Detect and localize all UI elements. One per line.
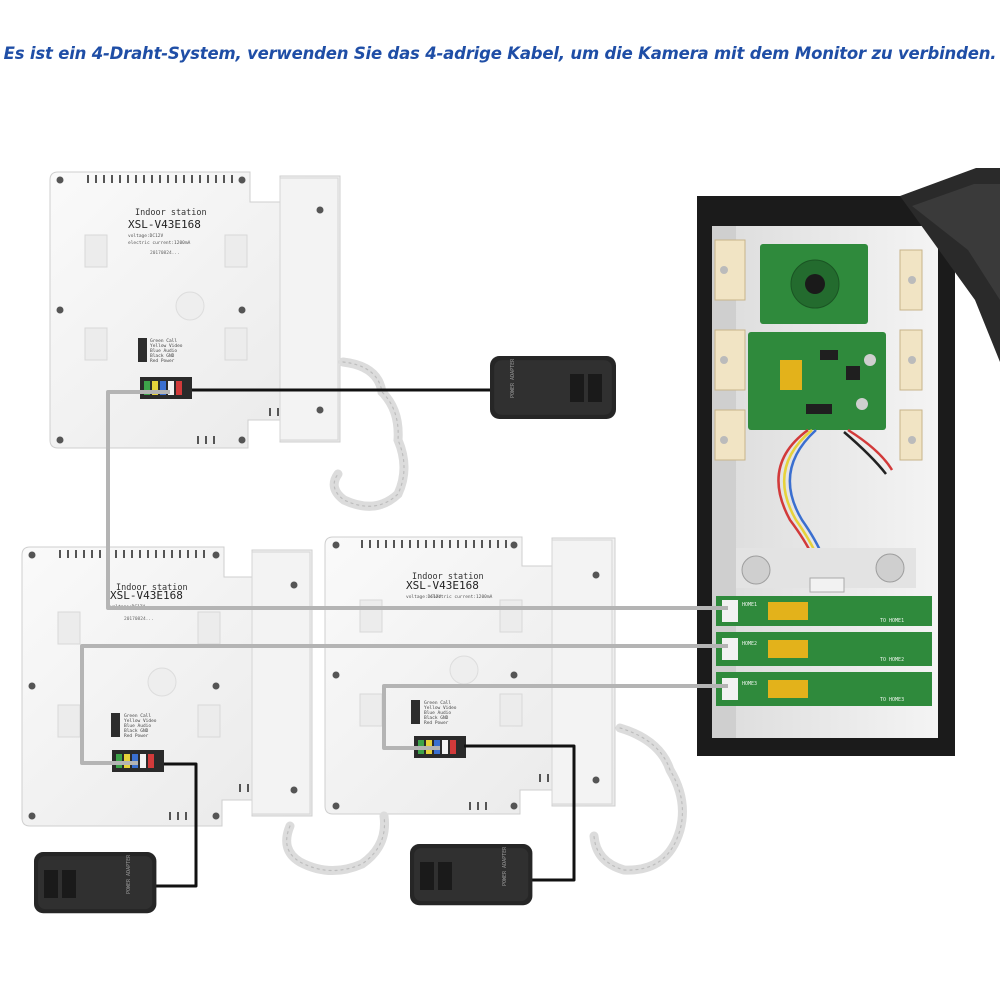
svg-text:Yellow Video: Yellow Video bbox=[150, 343, 183, 349]
svg-text:Yellow Video: Yellow Video bbox=[424, 705, 457, 711]
board-label-to-home1: TO HOME1 bbox=[880, 618, 904, 624]
distributor-boards: HOME1 HOME2 HOME3 TO HOME1 TO HOME2 TO H… bbox=[716, 596, 932, 706]
board-label-home2: HOME2 bbox=[742, 641, 757, 647]
svg-text:Red Power: Red Power bbox=[150, 358, 175, 364]
svg-text:Green Call: Green Call bbox=[150, 338, 177, 344]
monitor-3-model: XSL-V43E168 bbox=[406, 579, 479, 592]
monitor-2-title: Indoor station bbox=[116, 583, 188, 593]
monitor-1-model: XSL-V43E168 bbox=[128, 218, 201, 231]
monitor-1-serial: 20170824... bbox=[150, 250, 180, 256]
monitor-2-serial: 20170824... bbox=[124, 616, 154, 622]
svg-text:Red Power: Red Power bbox=[424, 720, 449, 726]
indoor-monitor-1: Indoor station XSL-V43E168 voltage:DC12V… bbox=[49, 171, 341, 449]
monitor-2-model: XSL-V43E168 bbox=[110, 589, 183, 602]
outdoor-door-station: HOME1 HOME2 HOME3 TO HOME1 TO HOME2 TO H… bbox=[697, 168, 1000, 756]
monitor-1-terminal-block bbox=[140, 377, 192, 399]
board-label-home3: HOME3 bbox=[742, 681, 757, 687]
board-label-home1: HOME1 bbox=[742, 602, 757, 608]
svg-text:Black GND: Black GND bbox=[424, 715, 449, 721]
monitor-3-current: electric current:1200mA bbox=[430, 594, 493, 600]
handset-cord-1 bbox=[329, 357, 409, 511]
headline: Es ist ein 4-Draht-System, verwenden Sie… bbox=[3, 44, 997, 63]
power-adapter-1: POWER ADAPTER bbox=[490, 356, 616, 419]
board-label-to-home2: TO HOME2 bbox=[880, 657, 904, 663]
svg-text:Black GND: Black GND bbox=[124, 728, 149, 734]
svg-text:Blue Audio: Blue Audio bbox=[124, 723, 151, 729]
svg-text:Black GND: Black GND bbox=[150, 353, 175, 359]
svg-text:Yellow Video: Yellow Video bbox=[124, 718, 157, 724]
svg-text:Green Call: Green Call bbox=[124, 713, 151, 719]
power-adapter-3: POWER ADAPTER bbox=[410, 844, 533, 906]
power-cables bbox=[156, 388, 576, 888]
indoor-monitor-2: Indoor station XSL-V43E168 voltage:DC12V… bbox=[21, 546, 313, 827]
svg-text:Blue Audio: Blue Audio bbox=[150, 348, 177, 354]
svg-text:Green Call: Green Call bbox=[424, 700, 451, 706]
handset-cord-2 bbox=[282, 811, 390, 876]
adapter-2-label: POWER ADAPTER bbox=[126, 854, 132, 894]
power-adapter-2: POWER ADAPTER bbox=[34, 852, 157, 914]
adapter-3-label: POWER ADAPTER bbox=[502, 846, 508, 886]
monitor-1-current: electric current:1200mA bbox=[128, 240, 191, 246]
monitor-3-voltage: voltage:DC12V bbox=[406, 594, 442, 600]
indoor-monitor-3: Indoor station XSL-V43E168 voltage:DC12V… bbox=[324, 536, 616, 815]
monitor-1-voltage: voltage:DC12V bbox=[128, 233, 164, 239]
signal-cables bbox=[80, 390, 728, 765]
monitor-2-terminal-labels: Green Call Yellow Video Blue Audio Black… bbox=[124, 713, 157, 739]
handset-cord-3 bbox=[589, 723, 687, 875]
adapter-1-label: POWER ADAPTER bbox=[510, 358, 516, 398]
monitor-1-terminal-labels: Green Call Yellow Video Blue Audio Black… bbox=[150, 338, 183, 364]
monitor-3-terminal-labels: Green Call Yellow Video Blue Audio Black… bbox=[424, 700, 457, 726]
monitor-1-title: Indoor station bbox=[135, 208, 207, 218]
svg-text:Red Power: Red Power bbox=[124, 733, 149, 739]
board-label-to-home3: TO HOME3 bbox=[880, 697, 904, 703]
monitor-3-title: Indoor station bbox=[412, 572, 484, 582]
svg-text:Blue Audio: Blue Audio bbox=[424, 710, 451, 716]
